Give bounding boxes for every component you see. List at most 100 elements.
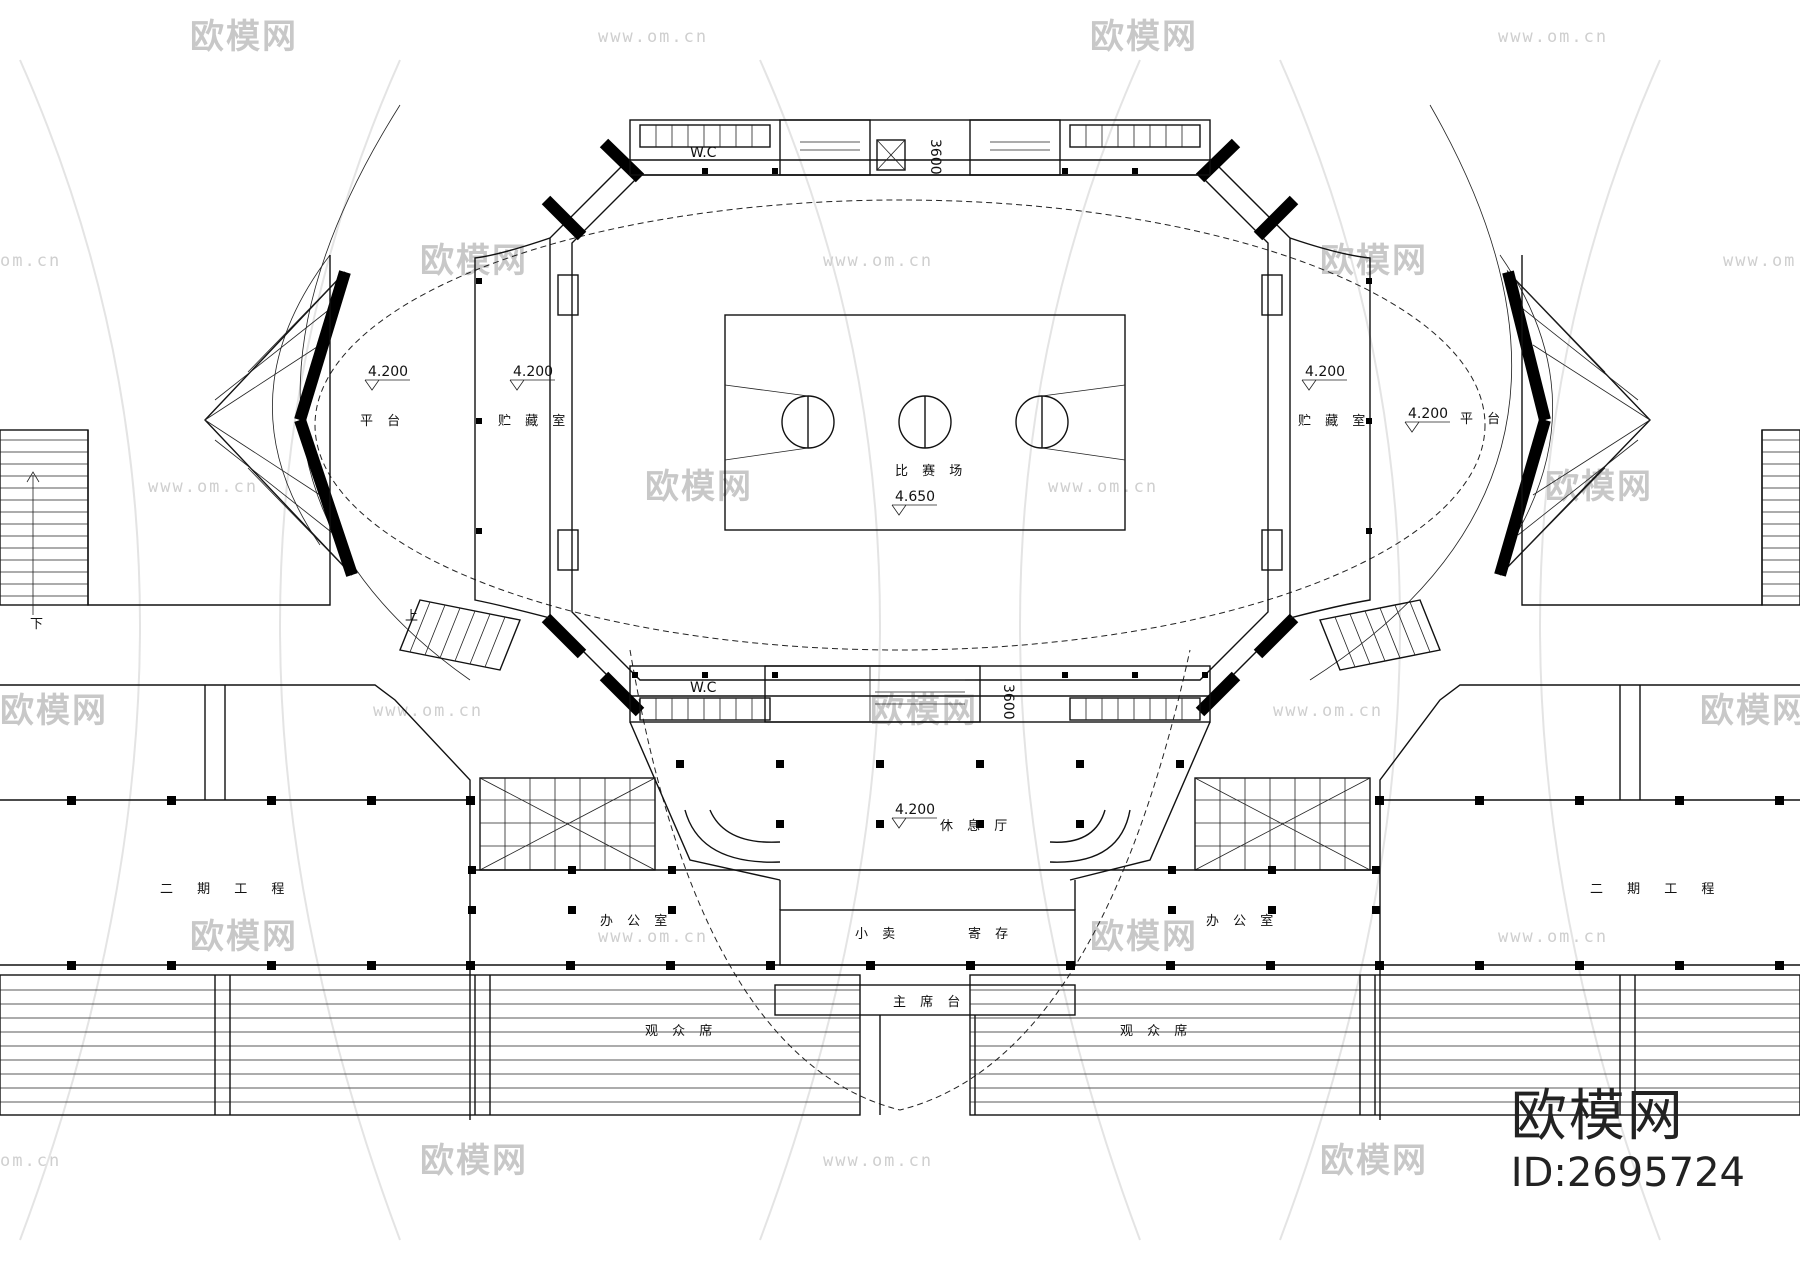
level-platform-left: 4.200	[368, 364, 408, 380]
watermark-url: www.om.cn	[598, 27, 708, 47]
label-office-right: 办 公 室	[1206, 913, 1278, 929]
brand-logo-id: ID:2695724	[1510, 1150, 1745, 1196]
watermark-url: www.om.cn	[1498, 927, 1608, 947]
level-arena: 4.650	[895, 489, 935, 505]
wc-cubicles-top-left	[639, 124, 771, 148]
rostrum-box	[774, 984, 1076, 1016]
watermark-url: om.cn	[0, 1151, 61, 1171]
label-stand-left: 观 众 席	[645, 1023, 717, 1039]
entry-stair-left	[399, 599, 521, 671]
stair-treads-right	[1762, 439, 1800, 597]
diagonal-stairs	[399, 599, 1441, 671]
watermark-url: www.om.cn	[598, 927, 708, 947]
label-storage-right: 贮 藏 室	[1298, 413, 1370, 429]
arena-building	[474, 138, 1372, 717]
room-labels: 4.200 4.200 4.650 4.200 4.200 4.200 平 台 …	[30, 364, 1724, 1039]
level-storage-right: 4.200	[1305, 364, 1345, 380]
watermark-brand: 欧模网	[190, 17, 298, 57]
spectator-stands	[0, 974, 1800, 1116]
stand-right	[969, 974, 1800, 1116]
wc-bottom-label: W.C	[690, 680, 717, 696]
watermark-brand: 欧模网	[1700, 691, 1800, 731]
phase2-wings	[0, 684, 1800, 1120]
storage-right	[1289, 237, 1371, 619]
wc-cubicles-bottom-right	[1069, 697, 1201, 721]
bottom-service-block: W.C 3600	[629, 665, 1211, 723]
label-arena: 比 赛 场	[895, 463, 967, 479]
label-kiosk: 小 卖	[855, 927, 900, 942]
corner-walls	[541, 138, 1299, 717]
stand-steps	[0, 989, 1800, 1103]
label-platform-right: 平 台	[1460, 412, 1505, 427]
watermark-brand: 欧模网	[0, 691, 108, 731]
label-storage-deposit: 寄 存	[968, 926, 1013, 942]
watermark-brand: 欧模网	[1320, 241, 1428, 281]
label-down: 下	[30, 617, 48, 632]
watermark-brand: 欧模网	[420, 1141, 528, 1181]
level-markers	[364, 379, 1450, 829]
brand-logo: 欧模网 ID:2695724	[1511, 1085, 1745, 1197]
lower-zone	[470, 721, 1380, 1115]
watermark-brand: 欧模网	[1320, 1141, 1428, 1181]
elevator-top	[876, 139, 906, 171]
stair-left	[0, 429, 89, 606]
watermark-url: www.om.cn	[1048, 477, 1158, 497]
watermark-url: om.cn	[0, 251, 61, 271]
watermark-brand: 欧模网	[190, 917, 298, 957]
lounge-stair-right	[1049, 809, 1131, 863]
watermark-brand: 欧模网	[645, 467, 753, 507]
stair-bottom	[764, 665, 981, 723]
stair-right	[1761, 429, 1800, 606]
kiosk-storage-room	[779, 909, 1076, 966]
wc-cubicles-top-right	[1069, 124, 1201, 148]
watermark-brand: 欧模网	[420, 241, 528, 281]
storage-left	[474, 237, 551, 619]
top-service-outline	[629, 119, 1211, 176]
watermark-url: www.om.cn	[1723, 251, 1800, 271]
stair-top-right	[969, 119, 1061, 176]
label-platform-left: 平 台	[360, 414, 405, 429]
label-lounge: 休 息 厅	[940, 818, 1012, 834]
watermark-brand: 欧模网	[870, 691, 978, 731]
label-office-left: 办 公 室	[600, 913, 672, 929]
court-boundary	[724, 314, 1126, 531]
label-rostrum: 主 席 台	[893, 994, 965, 1010]
dashed-curve	[629, 649, 1191, 1111]
lounge-stair-left	[684, 809, 781, 863]
stair-top-left	[779, 119, 871, 176]
level-platform-right: 4.200	[1408, 406, 1448, 422]
label-phase2-right: 二 期 工 程	[1590, 882, 1724, 897]
watermark-arcs	[19, 59, 1661, 1241]
arena-inner	[571, 174, 1269, 681]
dashed-oval	[314, 199, 1486, 651]
top-service-block: W.C 3600	[629, 119, 1211, 176]
watermark-url: www.om.cn	[823, 1151, 933, 1171]
columns	[67, 168, 1784, 970]
watermark-url: www.om.cn	[1498, 27, 1608, 47]
entry-stair-right	[1319, 599, 1441, 671]
basketball-court	[724, 314, 1126, 531]
wc-top-label: W.C	[690, 145, 717, 161]
dim-3600-bottom: 3600	[1000, 684, 1016, 720]
right-wing	[1494, 255, 1800, 606]
stand-left	[0, 974, 861, 1116]
watermark-url: www.om.cn	[148, 477, 258, 497]
brand-logo-text: 欧模网	[1510, 1084, 1685, 1149]
label-storage-left: 贮 藏 室	[498, 413, 570, 429]
dim-3600-top: 3600	[927, 139, 943, 175]
watermark-url: www.om.cn	[823, 251, 933, 271]
label-phase2-left: 二 期 工 程	[160, 882, 294, 897]
stair-treads-left	[0, 439, 88, 597]
label-stand-right: 观 众 席	[1120, 1023, 1192, 1039]
left-wing	[0, 255, 358, 615]
level-storage-left: 4.200	[513, 364, 553, 380]
wc-cubicles-bottom-left	[639, 697, 771, 721]
watermark-url: www.om.cn	[1273, 701, 1383, 721]
arena-outer	[549, 159, 1291, 697]
watermark-layer: 欧模网 欧模网 欧模网 欧模网 欧模网 欧模网 欧模网 欧模网 欧模网 欧模网 …	[0, 17, 1800, 1241]
watermark-url: www.om.cn	[373, 701, 483, 721]
site-curves	[271, 104, 1554, 1111]
level-lounge: 4.200	[895, 802, 935, 818]
watermark-brand: 欧模网	[1090, 17, 1198, 57]
